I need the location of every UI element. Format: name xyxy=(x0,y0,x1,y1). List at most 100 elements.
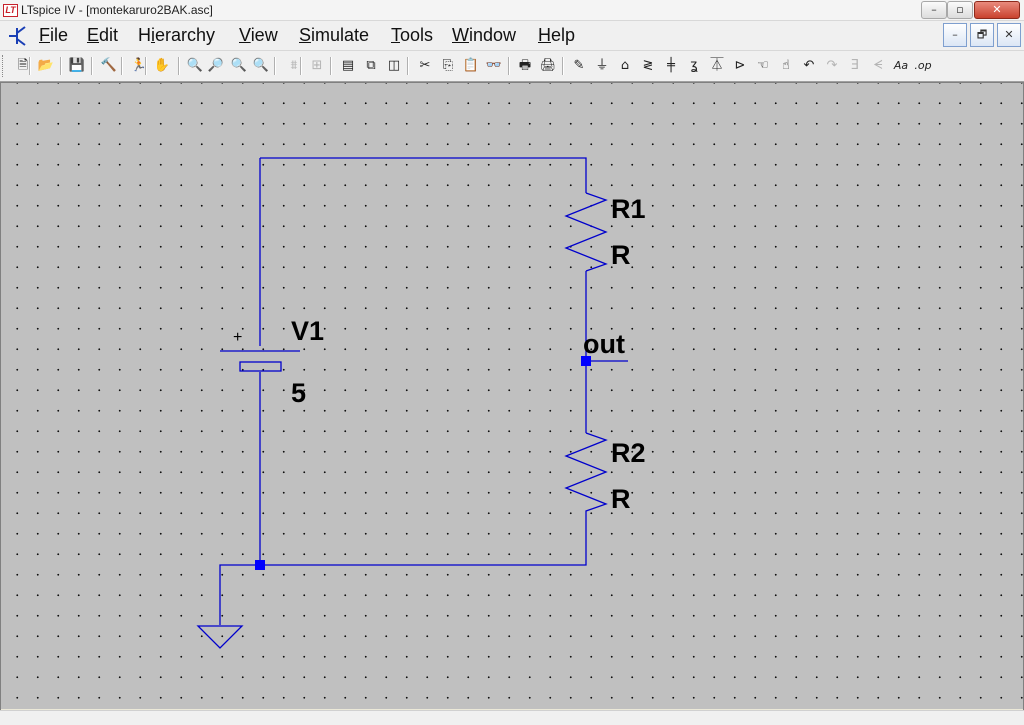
v1-name-label[interactable]: V1 xyxy=(291,316,325,346)
tile-vertical-button[interactable]: ◫ xyxy=(384,56,404,76)
ground-icon: ⏚ xyxy=(595,58,609,73)
menu-window[interactable]: Window xyxy=(452,25,517,45)
capacitor-button[interactable]: ╪ xyxy=(661,56,681,76)
wire-bottom[interactable] xyxy=(260,540,587,566)
r2-value-label[interactable]: R xyxy=(611,484,631,514)
move-hand-button[interactable]: ☜ xyxy=(753,56,773,76)
halt-hand-button[interactable]: ✋ xyxy=(152,56,172,76)
wire-ground[interactable] xyxy=(219,564,260,625)
resistor-icon: ≷ xyxy=(642,58,654,73)
title-bar[interactable]: LT LTspice IV - [montekaruro2BAK.asc] – … xyxy=(0,0,1024,21)
junction-ground[interactable] xyxy=(255,560,265,570)
spice-directive-button[interactable]: .op xyxy=(913,56,933,76)
ground-button[interactable]: ⏚ xyxy=(592,56,612,76)
redo-icon: ↷ xyxy=(826,58,838,73)
diode-button[interactable]: ⏄ xyxy=(707,56,727,76)
toolbar-separator xyxy=(60,57,62,75)
maximize-button[interactable]: ▫ xyxy=(947,1,973,19)
pan-icon: 🔎 xyxy=(207,58,225,73)
halt-hand-icon: ✋ xyxy=(153,58,171,73)
cut-button[interactable]: ✂ xyxy=(415,56,435,76)
print-icon: 🖨 xyxy=(539,58,557,73)
delete-trace-button[interactable]: ⊞ xyxy=(307,56,327,76)
component-button[interactable]: ⊳ xyxy=(730,56,750,76)
print-button[interactable]: 🖨 xyxy=(538,56,558,76)
zoom-fit-button[interactable]: 🔍 xyxy=(251,56,271,76)
zoom-out-icon: 🔍 xyxy=(230,58,248,73)
print-setup-button[interactable]: 🖶 xyxy=(515,56,535,76)
autorange-button[interactable]: ⩩ xyxy=(284,56,304,76)
drag-hand-button[interactable]: ☝ xyxy=(776,56,796,76)
undo-button[interactable]: ↶ xyxy=(799,56,819,76)
menu-view[interactable]: View xyxy=(239,25,278,45)
cut-icon: ✂ xyxy=(419,58,431,73)
zoom-out-button[interactable]: 🔍 xyxy=(229,56,249,76)
ground-symbol[interactable] xyxy=(196,625,244,649)
zoom-in-button[interactable]: 🔍 xyxy=(185,56,205,76)
open-folder-button[interactable]: 📂 xyxy=(36,56,56,76)
new-schematic-button[interactable]: 🗎 xyxy=(13,56,33,76)
rotate-button[interactable]: Ǝ xyxy=(845,56,865,76)
menu-file[interactable]: File xyxy=(39,25,69,45)
wire-top[interactable] xyxy=(260,157,587,193)
mirror-button[interactable]: ᗕ xyxy=(868,56,888,76)
toolbar-separator xyxy=(91,57,93,75)
battery-plate-negative[interactable] xyxy=(239,361,282,372)
label-net-button[interactable]: ⌂ xyxy=(615,56,635,76)
toolbar-separator xyxy=(121,57,123,75)
menu-bar: File Edit Hierarchy View Simulate Tools … xyxy=(0,21,1024,51)
r2-name-label[interactable]: R2 xyxy=(611,438,646,468)
zoom-in-icon: 🔍 xyxy=(186,58,204,73)
child-minimize-button[interactable]: – xyxy=(943,23,967,47)
run-button[interactable]: 🏃 xyxy=(129,56,149,76)
child-restore-button[interactable]: 🗗 xyxy=(970,23,994,47)
v1-value-label[interactable]: 5 xyxy=(291,378,307,408)
draw-wire-button[interactable]: ✎ xyxy=(569,56,589,76)
net-label-out[interactable]: out xyxy=(583,329,625,359)
toolbar-gripper[interactable] xyxy=(2,55,6,77)
v1-plus-sign: + xyxy=(233,329,242,346)
control-panel-icon: 🔨 xyxy=(100,58,118,73)
menu-edit[interactable]: Edit xyxy=(87,25,119,45)
find-button[interactable]: 👓 xyxy=(484,56,504,76)
child-close-button[interactable]: ✕ xyxy=(997,23,1021,47)
component-icon: ⊳ xyxy=(734,58,746,73)
toolbar-separator xyxy=(29,57,31,75)
cascade-button[interactable]: ⧉ xyxy=(361,56,381,76)
capacitor-icon: ╪ xyxy=(667,58,675,73)
control-panel-button[interactable]: 🔨 xyxy=(99,56,119,76)
r1-name-label[interactable]: R1 xyxy=(611,194,646,224)
cascade-icon: ⧉ xyxy=(366,58,376,73)
window-title: LTspice IV - [montekaruro2BAK.asc] xyxy=(21,3,213,17)
toolbar-separator xyxy=(145,57,147,75)
close-button[interactable]: ✕ xyxy=(974,1,1020,19)
save-button[interactable]: 💾 xyxy=(67,56,87,76)
inductor-button[interactable]: ʓ xyxy=(684,56,704,76)
pan-button[interactable]: 🔎 xyxy=(206,56,226,76)
text-icon: Aa xyxy=(893,59,909,72)
redo-button[interactable]: ↷ xyxy=(822,56,842,76)
text-button[interactable]: Aa xyxy=(891,56,911,76)
copy-button[interactable]: ⎘ xyxy=(438,56,458,76)
new-schematic-icon: 🗎 xyxy=(17,58,29,73)
r1-value-label[interactable]: R xyxy=(611,240,631,270)
paste-icon: 📋 xyxy=(462,58,480,73)
toolbar-separator xyxy=(562,57,564,75)
resistor-button[interactable]: ≷ xyxy=(638,56,658,76)
menu-simulate[interactable]: Simulate xyxy=(299,25,370,45)
toolbar-separator xyxy=(407,57,409,75)
junction-out[interactable] xyxy=(581,356,591,366)
schematic-canvas[interactable]: + V1 5 R1 R out R2 R xyxy=(0,83,1024,709)
paste-button[interactable]: 📋 xyxy=(461,56,481,76)
menu-help[interactable]: Help xyxy=(538,25,576,45)
diode-icon: ⏄ xyxy=(710,58,724,73)
schematic-doc-icon[interactable] xyxy=(6,24,30,48)
resistor-r2[interactable] xyxy=(564,432,608,540)
mirror-icon: ᗕ xyxy=(873,58,883,73)
menu-tools[interactable]: Tools xyxy=(391,25,434,45)
tile-horizontal-button[interactable]: ▤ xyxy=(338,56,358,76)
menu-hierarchy[interactable]: Hierarchy xyxy=(138,25,216,45)
minimize-button[interactable]: – xyxy=(921,1,947,19)
resistor-r1[interactable] xyxy=(564,192,608,272)
